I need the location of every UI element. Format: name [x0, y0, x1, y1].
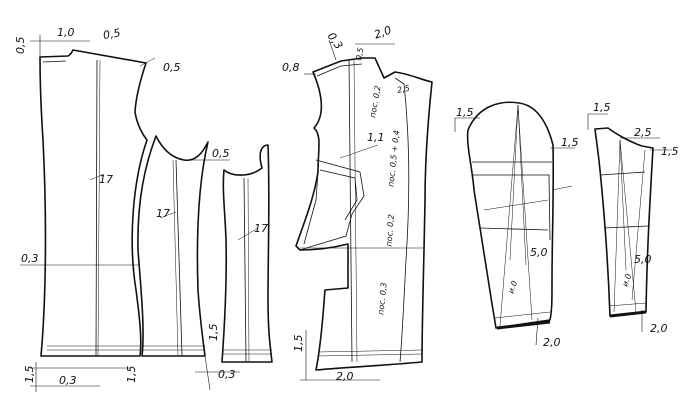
- side-front-piece: 0,5 17 1,5 1,5 0,3: [125, 135, 240, 391]
- back-label-1: 1,0: [57, 26, 75, 39]
- back-label-0: 0,5: [14, 37, 27, 55]
- under-sleeve-label-4: и.0: [620, 273, 633, 288]
- upper-sleeve-piece: 1,5 1,5 5,0 и.0 2,0: [454, 101, 579, 349]
- under-sleeve-label-1: 2,5: [634, 126, 652, 139]
- under-sleeve-label-3: 5,0: [634, 253, 652, 266]
- upper-sleeve-label-2: 5,0: [530, 246, 548, 259]
- under-sleeve-label-5: 2,0: [650, 322, 668, 335]
- front-label-6: пос. 0,5 + 0,4: [386, 130, 401, 187]
- back-label-5: 0,3: [21, 252, 39, 265]
- front-piece: 0,8 0,3 2,0 2,5 0,5 пос. 0,2 пос. 0,5 + …: [282, 23, 433, 383]
- back-label-7: 0,3: [59, 374, 77, 387]
- front-label-2: 2,0: [372, 23, 393, 41]
- front-label-8: пос. 0,2: [385, 214, 396, 247]
- back-piece: 0,5 1,0 0,5 0,5 17 0,3 1,5 0,3: [14, 26, 181, 392]
- under-sleeve-label-0: 1,5: [593, 101, 611, 114]
- front-label-9: 1,5: [292, 335, 305, 353]
- back-label-3: 0,5: [163, 61, 181, 74]
- side-front-label-3: 1,5: [125, 366, 138, 384]
- back-label-6: 1,5: [23, 366, 36, 384]
- side-front-label-1: 17: [156, 207, 170, 220]
- side-front-label-4: 0,3: [218, 368, 236, 381]
- front-label-0: 0,8: [282, 61, 300, 74]
- side-front-label-2: 1,5: [207, 324, 220, 342]
- front-label-10: пос. 0,3: [376, 282, 388, 315]
- front-label-3: 2,5: [396, 84, 410, 95]
- upper-sleeve-label-4: 2,0: [543, 336, 561, 349]
- upper-sleeve-label-1: 1,5: [561, 136, 579, 149]
- side-panel-piece: 17: [221, 144, 273, 363]
- side-front-label-0: 0,5: [212, 147, 230, 160]
- back-label-4: 17: [99, 173, 113, 186]
- back-label-2: 0,5: [102, 26, 121, 42]
- front-label-11: 2,0: [336, 370, 354, 383]
- front-label-5: пос. 0,2: [368, 85, 382, 118]
- upper-sleeve-label-3: и.0: [506, 280, 519, 295]
- side-panel-label-0: 17: [254, 222, 268, 235]
- front-label-7: 1,1: [367, 131, 385, 144]
- front-label-1: 0,3: [325, 30, 346, 52]
- under-sleeve-piece: 1,5 2,5 1,5 5,0 и.0 2,0: [587, 101, 679, 335]
- upper-sleeve-label-0: 1,5: [456, 106, 474, 119]
- front-label-4: 0,5: [354, 47, 365, 61]
- under-sleeve-label-2: 1,5: [661, 145, 679, 158]
